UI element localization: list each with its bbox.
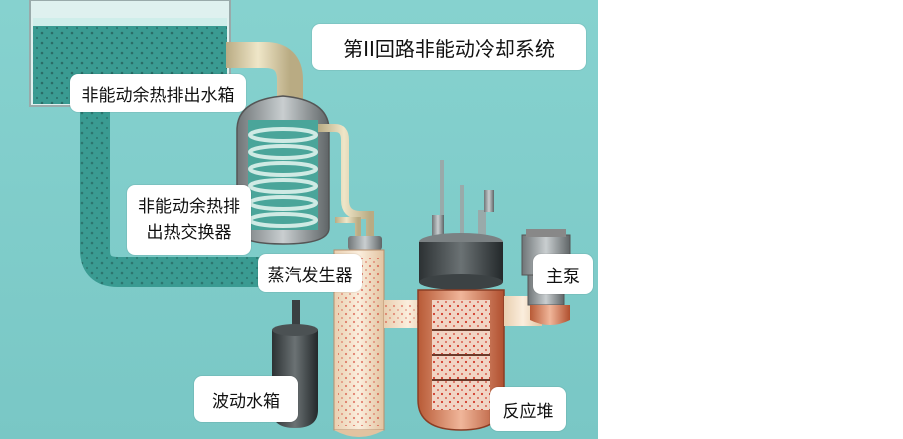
page-title: 第II回路非能动冷却系统: [312, 24, 586, 70]
diagram-stage: 第II回路非能动冷却系统 非能动余热排出水箱 非能动余热排 出热交换器 蒸汽发生…: [0, 0, 598, 439]
label-water-tank: 非能动余热排出水箱: [70, 74, 246, 112]
label-steam-generator: 蒸汽发生器: [258, 254, 362, 292]
label-main-pump: 主泵: [533, 254, 593, 294]
label-reactor: 反应堆: [490, 387, 566, 431]
label-heat-exchanger-line2: 出热交换器: [147, 220, 232, 246]
label-heat-exchanger: 非能动余热排 出热交换器: [127, 185, 251, 255]
label-heat-exchanger-line1: 非能动余热排: [138, 194, 240, 220]
label-surge-tank: 波动水箱: [194, 376, 298, 422]
